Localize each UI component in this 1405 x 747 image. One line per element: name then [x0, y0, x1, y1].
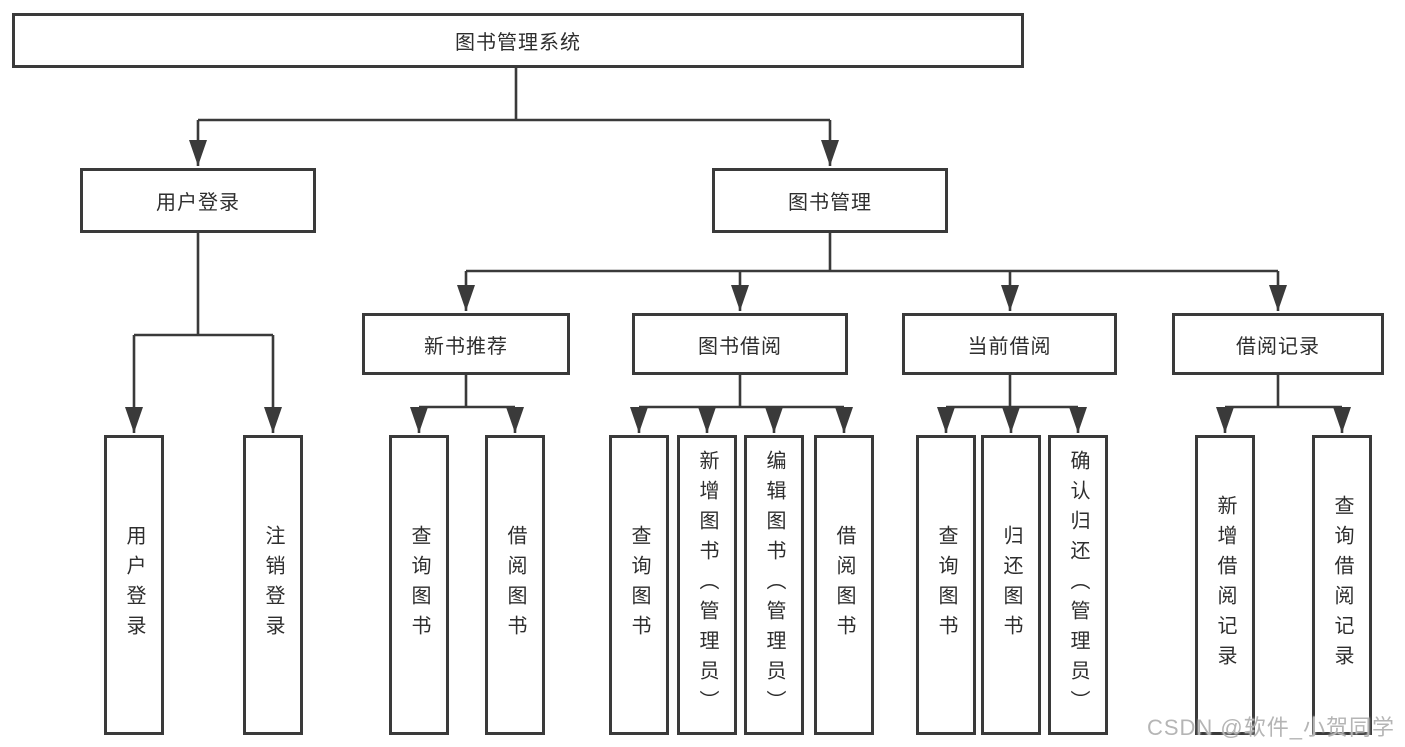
node-leaf-borrow-books-2: 借阅图书	[814, 435, 874, 735]
node-leaf-borrow-books-1-label: 借阅图书	[504, 525, 526, 645]
node-leaf-query-books-3-label: 查询图书	[935, 525, 957, 645]
node-leaf-add-borrow-record-label: 新增借阅记录	[1214, 495, 1236, 675]
node-book-management-label: 图书管理	[788, 192, 872, 214]
node-leaf-logout-label: 注销登录	[262, 525, 284, 645]
node-leaf-add-borrow-record: 新增借阅记录	[1195, 435, 1255, 735]
node-leaf-query-books-2: 查询图书	[609, 435, 669, 735]
node-user-login-label: 用户登录	[156, 192, 240, 214]
node-book-borrow: 图书借阅	[632, 313, 848, 375]
node-leaf-query-borrow-record-label: 查询借阅记录	[1331, 495, 1353, 675]
node-leaf-edit-books-admin-label: 编辑图书（管理员）	[763, 450, 785, 720]
node-leaf-query-books-3: 查询图书	[916, 435, 976, 735]
node-leaf-confirm-return-admin-label: 确认归还（管理员）	[1067, 450, 1089, 720]
node-leaf-add-books-admin: 新增图书（管理员）	[677, 435, 737, 735]
node-leaf-return-books-label: 归还图书	[1000, 525, 1022, 645]
node-root: 图书管理系统	[12, 13, 1024, 68]
node-leaf-borrow-books-2-label: 借阅图书	[833, 525, 855, 645]
node-leaf-query-books-2-label: 查询图书	[628, 525, 650, 645]
node-leaf-logout: 注销登录	[243, 435, 303, 735]
node-new-book-recommend: 新书推荐	[362, 313, 570, 375]
node-borrow-records-label: 借阅记录	[1236, 335, 1320, 358]
node-leaf-user-login-label: 用户登录	[123, 525, 145, 645]
node-current-borrow: 当前借阅	[902, 313, 1117, 375]
node-borrow-records: 借阅记录	[1172, 313, 1384, 375]
node-user-login: 用户登录	[80, 168, 316, 233]
node-leaf-borrow-books-1: 借阅图书	[485, 435, 545, 735]
node-leaf-edit-books-admin: 编辑图书（管理员）	[744, 435, 804, 735]
node-leaf-confirm-return-admin: 确认归还（管理员）	[1048, 435, 1108, 735]
node-current-borrow-label: 当前借阅	[967, 335, 1052, 358]
node-leaf-query-borrow-record: 查询借阅记录	[1312, 435, 1372, 735]
node-book-management: 图书管理	[712, 168, 948, 233]
node-leaf-query-books-1: 查询图书	[389, 435, 449, 735]
node-leaf-add-books-admin-label: 新增图书（管理员）	[696, 450, 718, 720]
node-book-borrow-label: 图书借阅	[698, 335, 782, 358]
csdn-watermark: CSDN @软件_小贺同学	[1146, 715, 1395, 740]
node-leaf-return-books: 归还图书	[981, 435, 1041, 735]
node-root-label: 图书管理系统	[455, 32, 581, 54]
node-leaf-query-books-1-label: 查询图书	[408, 525, 430, 645]
node-leaf-user-login: 用户登录	[104, 435, 164, 735]
node-new-book-recommend-label: 新书推荐	[424, 335, 508, 358]
